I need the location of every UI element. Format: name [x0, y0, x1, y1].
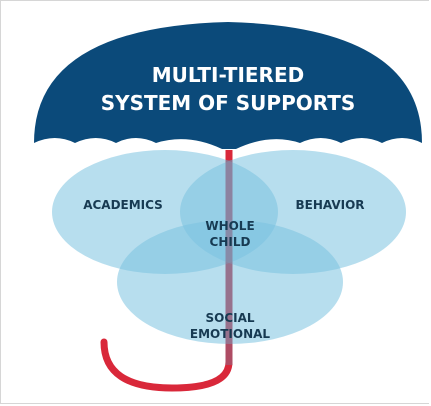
behavior-label: BEHAVIOR [295, 198, 364, 212]
umbrella-title-line2: SYSTEM OF SUPPORTS [101, 91, 356, 115]
social-emotional-label-line2: EMOTIONAL [190, 327, 271, 341]
umbrella-shaft-overlay [225, 160, 233, 365]
umbrella-canopy [34, 22, 422, 149]
whole-child-label-line1: WHOLE [205, 219, 254, 233]
academics-label: ACADEMICS [83, 198, 163, 212]
social-emotional-label-line1: SOCIAL [205, 311, 254, 325]
umbrella-title-line1: MULTI-TIERED [152, 63, 304, 87]
umbrella-handle [100, 338, 233, 392]
whole-child-label-line2: CHILD [210, 235, 251, 249]
